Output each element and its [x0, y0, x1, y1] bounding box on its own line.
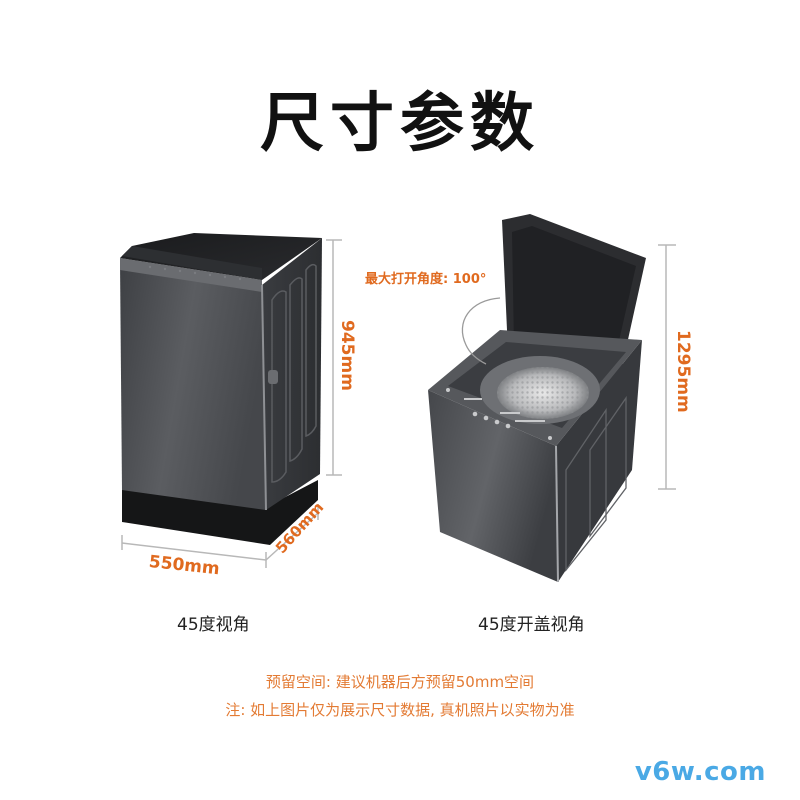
lid-angle-label: 最大打开角度: 100°: [365, 272, 487, 287]
caption-left-view: 45度视角: [177, 615, 250, 635]
washer-open-illustration: [428, 214, 646, 583]
height-label-right: 1295mm: [673, 330, 693, 413]
disclaimer-note: 注: 如上图片仅为展示尺寸数据, 真机照片以实物为准: [225, 701, 575, 719]
watermark: v6w.com: [634, 757, 766, 787]
left-dimension-lines: [121, 239, 342, 568]
lid-angle-arc: [461, 297, 501, 365]
caption-open-view: 45度开盖视角: [478, 615, 585, 635]
page-title: 尺寸参数: [260, 87, 540, 161]
height-label-left: 945mm: [337, 320, 357, 391]
right-dimension-lines: [658, 244, 676, 490]
clearance-note: 预留空间: 建议机器后方预留50mm空间: [265, 673, 535, 691]
washer-closed-illustration: [120, 233, 322, 545]
